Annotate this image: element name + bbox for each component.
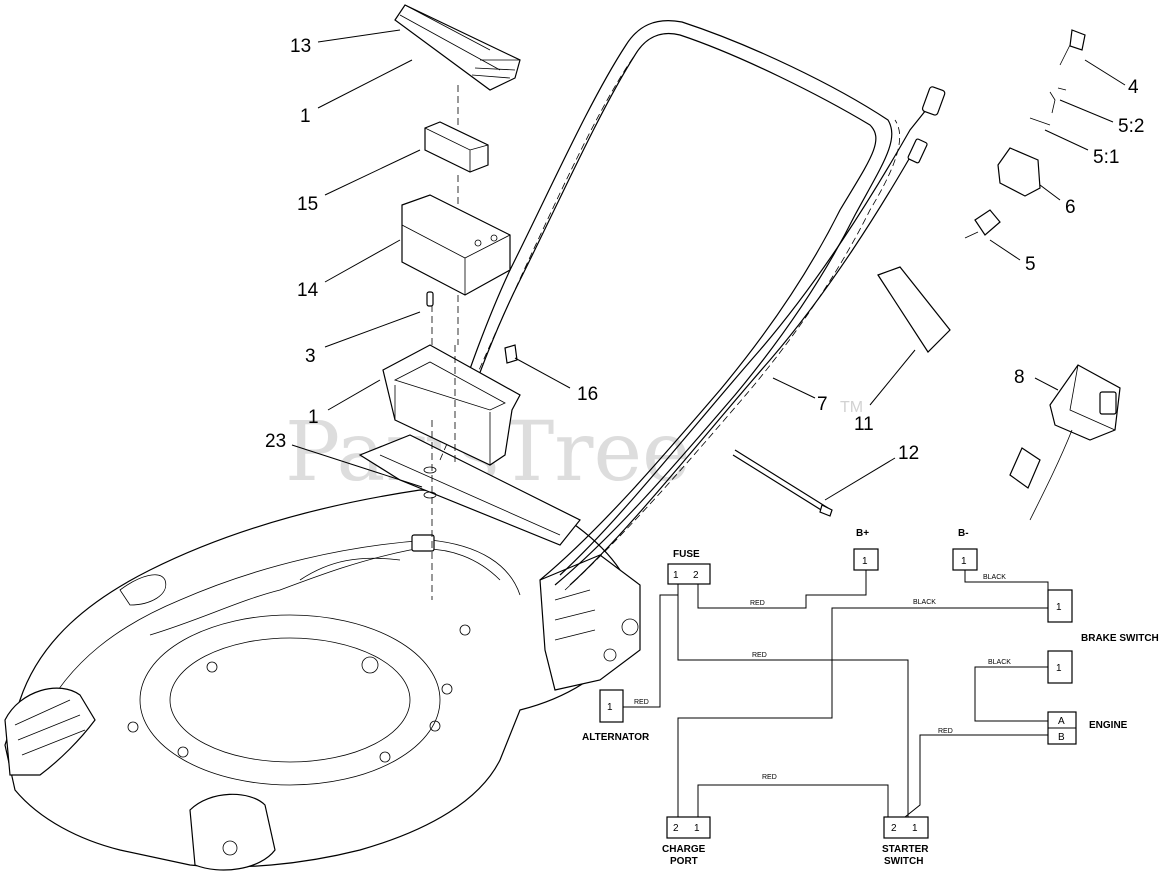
cable-tie bbox=[732, 449, 829, 514]
callout-3: 3 bbox=[305, 346, 316, 367]
callout-1-tray: 1 bbox=[308, 407, 319, 428]
engine-connector: A B ENGINE bbox=[1047, 711, 1128, 745]
wire-red-charge-starter bbox=[697, 784, 889, 821]
charge-port-pin-2: 2 bbox=[673, 823, 679, 834]
battery bbox=[401, 194, 511, 296]
battery-cover bbox=[394, 4, 521, 91]
engine-label: ENGINE bbox=[1089, 720, 1128, 731]
alternator-label: ALTERNATOR bbox=[582, 732, 650, 743]
starter-switch-label-2: SWITCH bbox=[884, 856, 923, 867]
leader-lines bbox=[291, 29, 1126, 501]
wire-label-red-bplus: RED bbox=[750, 600, 765, 607]
callouts: 13 1 15 14 3 1 16 23 7 11 12 4 5:2 5:1 6… bbox=[265, 36, 1144, 464]
callout-13: 13 bbox=[290, 36, 311, 57]
fuse-connector: FUSE 1 2 bbox=[667, 549, 711, 585]
brake-switch-pin-1: 1 bbox=[1056, 602, 1062, 613]
wire-black-engine bbox=[974, 666, 1048, 722]
callout-14: 14 bbox=[297, 280, 319, 301]
engine-pin-a: A bbox=[1058, 716, 1065, 727]
callout-23: 23 bbox=[265, 431, 286, 452]
b-minus-pin-1: 1 bbox=[961, 556, 967, 567]
wire-label-black-bminus: BLACK bbox=[983, 574, 1006, 581]
starter-switch-pin-2: 2 bbox=[891, 823, 897, 834]
battery-pad bbox=[424, 121, 489, 173]
wire-label-red-charge: RED bbox=[762, 774, 777, 781]
starter-switch-pin-1: 1 bbox=[912, 823, 918, 834]
b-plus-connector: B+ 1 bbox=[853, 528, 879, 571]
wire-label-black-brake: BLACK bbox=[913, 599, 936, 606]
wire-label-red-starter: RED bbox=[752, 652, 767, 659]
mower-deck bbox=[4, 434, 641, 871]
wire-black-brake-charge bbox=[677, 607, 1048, 821]
fuse-pin-2: 2 bbox=[693, 570, 699, 581]
callout-4: 4 bbox=[1128, 77, 1139, 98]
callout-6: 6 bbox=[1065, 197, 1076, 218]
handle-assembly bbox=[439, 20, 946, 591]
alternator-connector: 1 ALTERNATOR bbox=[582, 689, 650, 743]
callout-8: 8 bbox=[1014, 367, 1025, 388]
callout-1-cover: 1 bbox=[300, 106, 311, 127]
brake-switch-label: BRAKE SWITCH bbox=[1081, 633, 1159, 644]
charge-port-label-2: PORT bbox=[670, 856, 698, 867]
wire-label-red-alternator: RED bbox=[634, 699, 649, 706]
b-plus-pin-1: 1 bbox=[862, 556, 868, 567]
wire-label-black-engine: BLACK bbox=[988, 659, 1011, 666]
b-minus-label: B- bbox=[958, 528, 969, 539]
callout-5-1: 5:1 bbox=[1093, 147, 1119, 168]
b-plus-label: B+ bbox=[856, 528, 869, 539]
callout-5-2: 5:2 bbox=[1118, 116, 1144, 137]
battery-tray bbox=[382, 344, 521, 466]
engine-1-pin-1: 1 bbox=[1056, 663, 1062, 674]
wire-red-fuse-starter bbox=[677, 584, 909, 821]
watermark-trademark: TM bbox=[840, 399, 863, 416]
fuse-pin-1: 1 bbox=[673, 570, 679, 581]
decal bbox=[877, 266, 951, 353]
brake-switch-connector: 1 BRAKE SWITCH bbox=[1047, 589, 1159, 644]
fuse-label: FUSE bbox=[673, 549, 700, 560]
wire-red-alternator bbox=[623, 594, 678, 708]
callout-15: 15 bbox=[297, 194, 318, 215]
starter-switch-connector: 2 1 STARTER SWITCH bbox=[882, 816, 929, 867]
starter-switch-label-1: STARTER bbox=[882, 844, 929, 855]
charge-port-connector: 2 1 CHARGE PORT bbox=[662, 816, 711, 867]
screw bbox=[426, 291, 434, 307]
wire-label-red-engine: RED bbox=[938, 728, 953, 735]
alternator-pin-1: 1 bbox=[607, 702, 613, 713]
wire-red-fuse-bplus bbox=[697, 570, 867, 609]
callout-16: 16 bbox=[577, 384, 598, 405]
wiring-schematic: BLACK RED BLACK RED RED BLACK RED RED FU… bbox=[582, 528, 1159, 867]
wire-red-engine-starter bbox=[899, 734, 1048, 822]
callout-5: 5 bbox=[1025, 254, 1036, 275]
callout-12: 12 bbox=[898, 443, 919, 464]
callout-11: 11 bbox=[854, 414, 874, 435]
engine-pin-connector: 1 bbox=[1047, 650, 1073, 684]
wire-black-bminus-brake bbox=[964, 570, 1049, 596]
b-minus-connector: B- 1 bbox=[952, 528, 978, 571]
charge-port-pin-1: 1 bbox=[694, 823, 700, 834]
clip bbox=[504, 344, 518, 364]
callout-7: 7 bbox=[817, 394, 828, 415]
engine-pin-b: B bbox=[1058, 732, 1065, 743]
charger bbox=[1009, 364, 1121, 521]
key-assembly bbox=[964, 29, 1086, 239]
charge-port-label-1: CHARGE bbox=[662, 844, 706, 855]
